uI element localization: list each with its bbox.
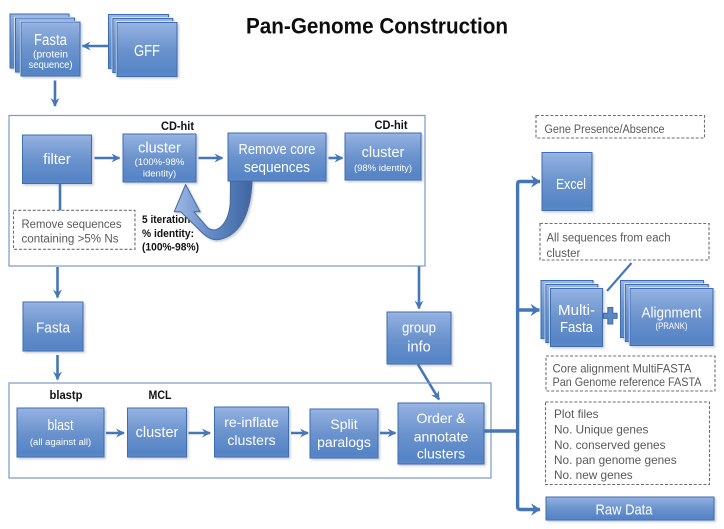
svg-text:Fasta: Fasta [34, 32, 67, 49]
svg-text:Remove core: Remove core [239, 142, 316, 158]
svg-text:Pan Genome reference FASTA: Pan Genome reference FASTA [553, 375, 702, 389]
svg-text:cluster: cluster [547, 248, 581, 260]
svg-text:(PRANK): (PRANK) [656, 321, 688, 332]
svg-text:(all against all): (all against all) [30, 437, 91, 448]
svg-text:Pan-Genome Construction: Pan-Genome Construction [246, 14, 508, 39]
svg-text:info: info [407, 340, 430, 356]
svg-text:Core alignment MultiFASTA: Core alignment MultiFASTA [553, 362, 692, 376]
svg-text:Remove sequences: Remove sequences [22, 219, 122, 231]
svg-text:Order &: Order & [416, 410, 466, 426]
svg-text:Fasta: Fasta [560, 319, 594, 336]
svg-text:Raw Data: Raw Data [596, 502, 654, 519]
svg-text:CD-hit: CD-hit [161, 121, 194, 133]
svg-text:clusters: clusters [417, 446, 465, 462]
svg-text:blast: blast [48, 418, 74, 434]
svg-text:Plot files: Plot files [554, 407, 599, 421]
svg-text:CD-hit: CD-hit [375, 120, 408, 132]
svg-text:filter: filter [43, 152, 71, 168]
svg-text:(98% identity): (98% identity) [354, 163, 412, 174]
svg-text:clusters: clusters [227, 432, 275, 448]
svg-text:5 iterations: 5 iterations [142, 214, 196, 226]
svg-text:annotate: annotate [414, 429, 469, 445]
svg-text:No. Unique genes: No. Unique genes [554, 423, 649, 437]
svg-text:paralogs: paralogs [317, 434, 371, 450]
svg-text:(100%-98%: (100%-98% [135, 157, 185, 168]
svg-text:blastp: blastp [50, 390, 83, 402]
svg-text:(protein: (protein [33, 50, 68, 61]
svg-text:Excel: Excel [556, 176, 586, 193]
svg-text:(100%-98%): (100%-98%) [142, 242, 199, 254]
svg-text:Multi-: Multi- [558, 302, 595, 319]
svg-text:MCL: MCL [149, 390, 172, 402]
svg-text:GFF: GFF [134, 43, 160, 60]
svg-text:identity): identity) [143, 169, 176, 180]
svg-text:sequence): sequence) [29, 60, 73, 71]
svg-text:cluster: cluster [136, 425, 179, 441]
svg-text:cluster: cluster [138, 141, 181, 157]
svg-text:No. pan genome genes: No. pan genome genes [554, 453, 677, 467]
svg-text:Fasta: Fasta [36, 320, 71, 337]
svg-text:group: group [402, 321, 436, 337]
svg-text:cluster: cluster [362, 145, 405, 161]
svg-text:re-inflate: re-inflate [224, 414, 279, 430]
svg-text:Alignment: Alignment [642, 306, 702, 322]
svg-text:No. conserved genes: No. conserved genes [554, 438, 666, 452]
svg-text:No. new genes: No. new genes [554, 468, 633, 482]
svg-text:containing >5% Ns: containing >5% Ns [22, 234, 119, 246]
svg-text:All sequences from each: All sequences from each [547, 233, 671, 245]
svg-text:% identity:: % identity: [142, 228, 194, 240]
svg-text:sequences: sequences [244, 160, 310, 176]
svg-text:Gene Presence/Absence: Gene Presence/Absence [545, 124, 665, 136]
svg-text:Split: Split [330, 416, 357, 432]
